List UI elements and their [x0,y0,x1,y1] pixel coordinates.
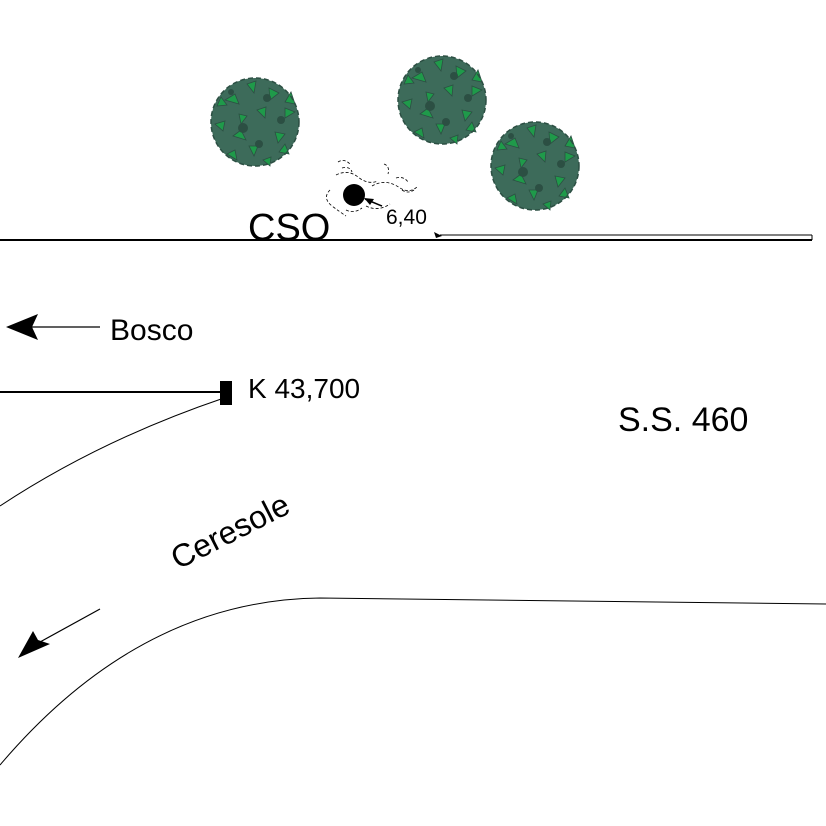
milestone-icon [220,381,232,405]
ceresole-road-edge-lower [0,597,826,766]
distance-label: 6,40 [386,206,427,229]
debris-sketch [326,160,419,217]
arrow-left-icon [6,314,38,340]
distance-arrowhead-right [434,232,442,238]
bosco-label: Bosco [110,314,193,347]
milestone-label: K 43,700 [248,373,360,404]
ceresole-road-edge-upper [0,397,225,507]
tree-icon [210,77,300,167]
tree-icon [490,121,580,211]
cso-label: CSO [248,207,330,249]
arrow-left-icon [18,631,50,658]
ceresole-arrow-line [39,608,101,643]
manhole-icon [343,184,365,206]
tree-icon [397,55,487,145]
road-name-label: S.S. 460 [618,401,748,439]
distance-arrowhead-left [364,198,374,205]
ceresole-label: Ceresole [165,486,295,576]
